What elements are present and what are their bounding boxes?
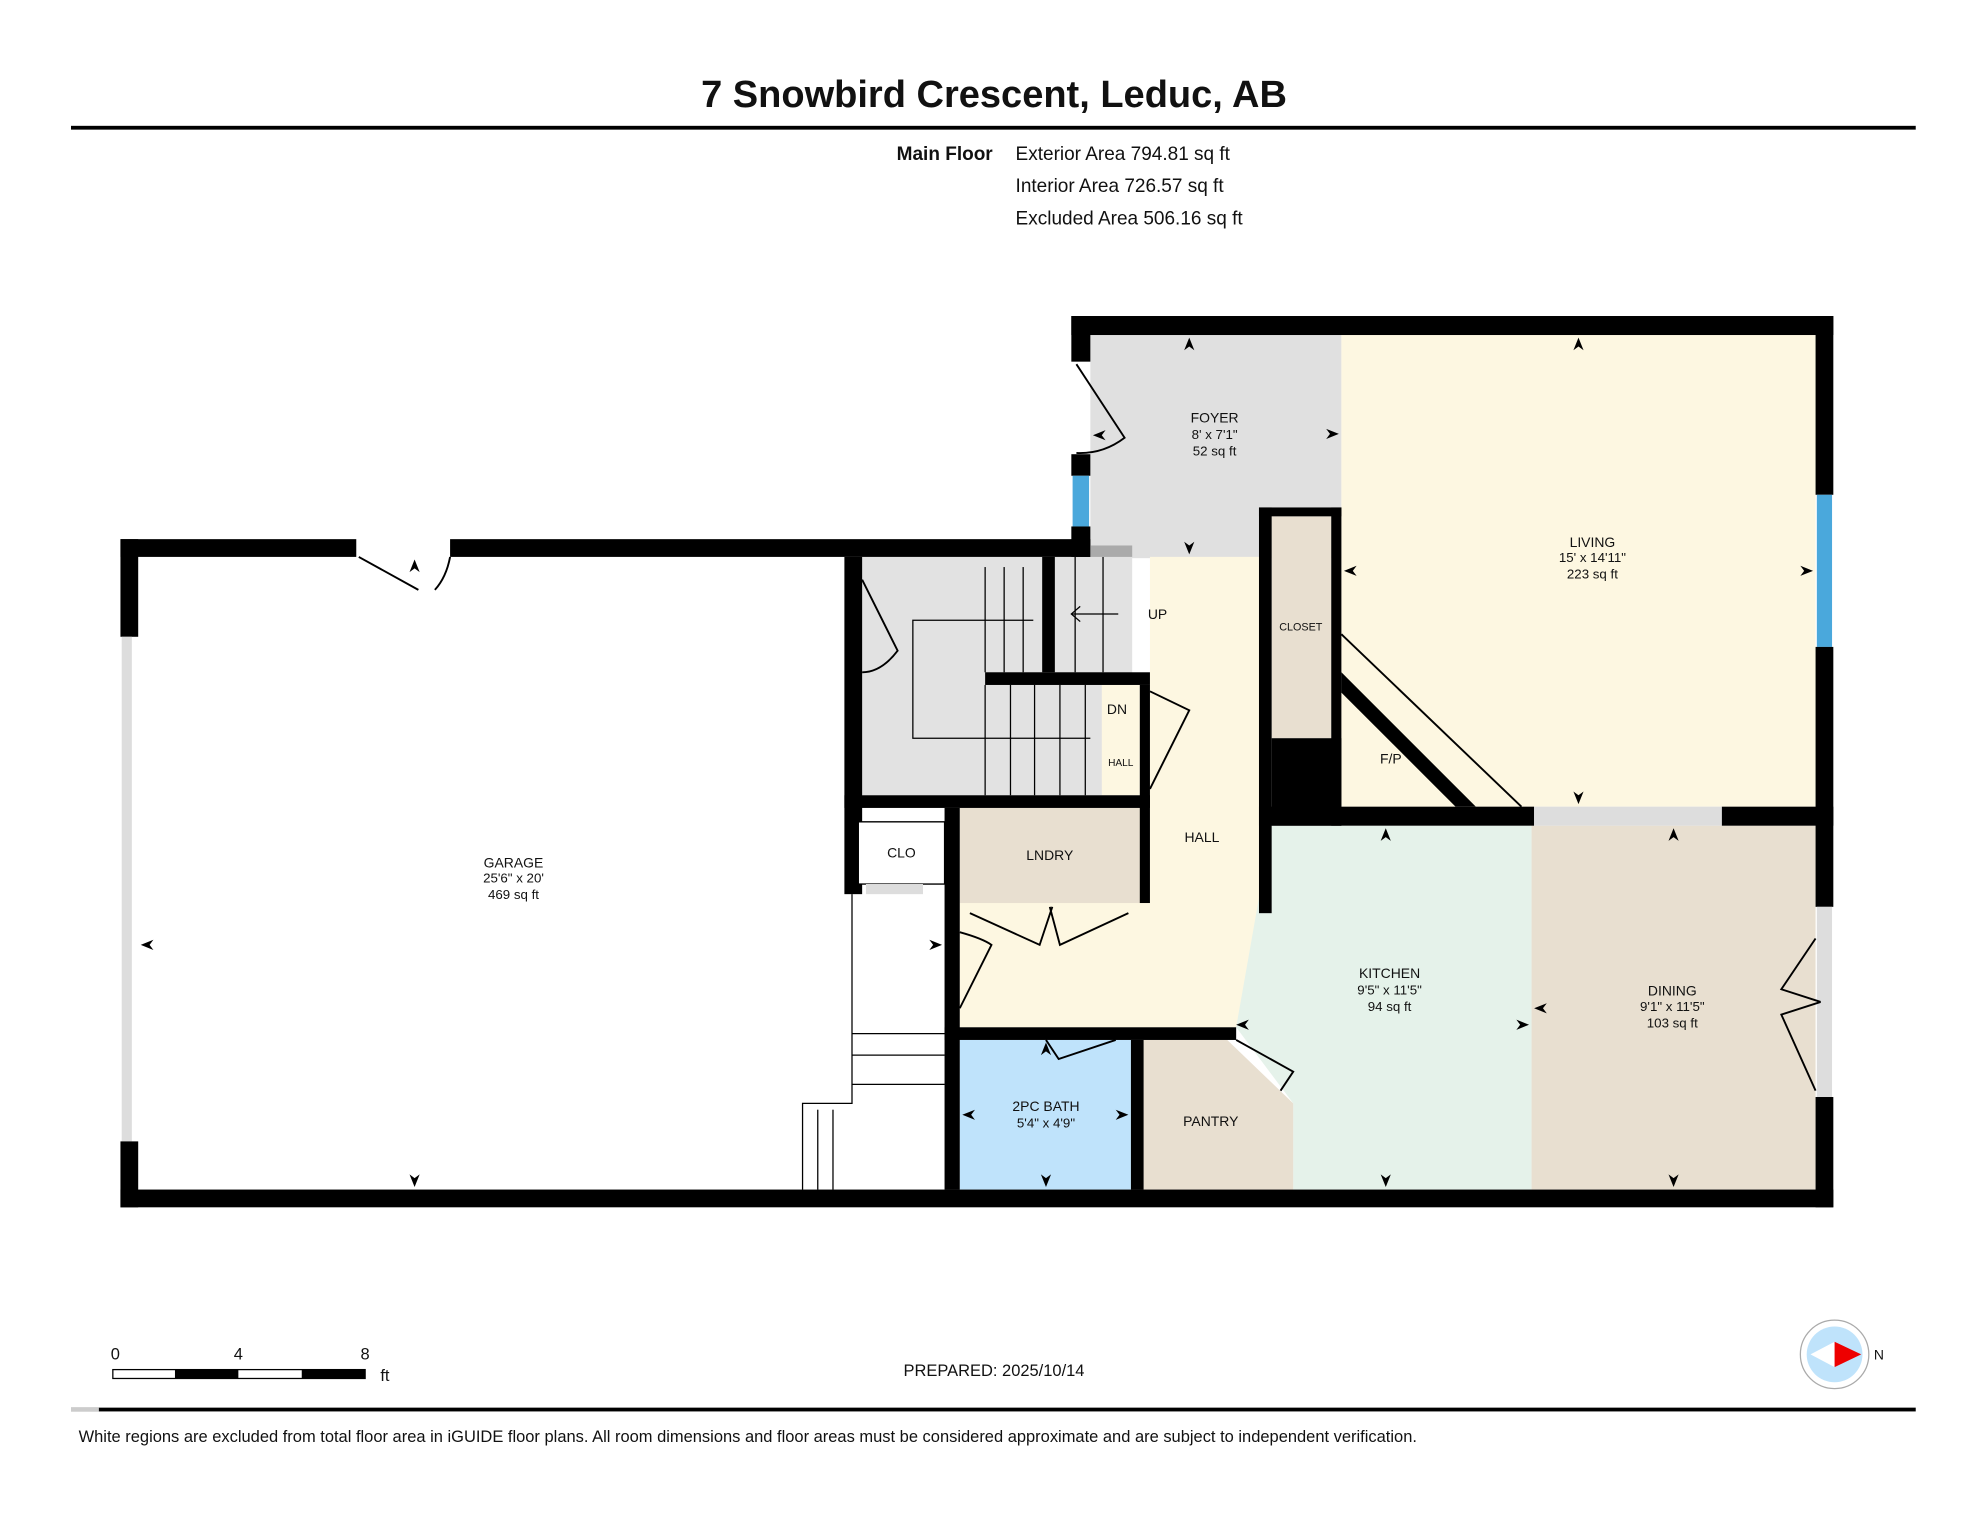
- living-dims: 15' x 14'11": [1559, 550, 1626, 565]
- hall-room: [959, 556, 1259, 1028]
- exterior-area: Exterior Area 794.81 sq ft: [1016, 144, 1231, 165]
- doors[interactable]: [358, 363, 1821, 1092]
- garage-label: GARAGE: [484, 855, 544, 871]
- staircase: [801, 556, 1119, 1190]
- page-title: 7 Snowbird Crescent, Leduc, AB: [701, 74, 1287, 116]
- walls: [120, 316, 1834, 1208]
- stairs-up-label: UP: [1148, 606, 1167, 622]
- scale-tick-4: 4: [234, 1345, 243, 1363]
- floor-name: Main Floor: [897, 144, 994, 165]
- kitchen-label: KITCHEN: [1359, 965, 1420, 981]
- dining-door-swing: [1779, 937, 1821, 1092]
- footer-divider: [71, 1407, 1916, 1412]
- clo-label: CLO: [887, 844, 916, 860]
- laundry-room: [959, 807, 1142, 904]
- bath-door-swing: [1045, 1039, 1117, 1061]
- laundry-label: LNDRY: [1026, 847, 1073, 863]
- garage-door-swing: [358, 556, 452, 591]
- dimension-markers: [140, 337, 1814, 1188]
- excluded-area: Excluded Area 506.16 sq ft: [1016, 209, 1244, 230]
- living-area: 223 sq ft: [1567, 566, 1618, 581]
- scale-tick-0: 0: [111, 1345, 120, 1363]
- living-room: [1341, 335, 1816, 807]
- foyer-area: 52 sq ft: [1193, 443, 1237, 458]
- compass-north-label: N: [1874, 1346, 1884, 1362]
- compass-icon: N: [1799, 1319, 1884, 1390]
- small-hall: [1101, 684, 1140, 796]
- bath-room: [959, 1039, 1131, 1190]
- scale-unit: ft: [380, 1367, 390, 1385]
- interior-area: Interior Area 726.57 sq ft: [1016, 176, 1225, 197]
- scale-tick-8: 8: [361, 1345, 370, 1363]
- closet-label: CLOSET: [1279, 621, 1322, 633]
- garage-hall-door-swing: [958, 931, 993, 1009]
- dining-dims: 9'1" x 11'5": [1640, 999, 1705, 1014]
- scale-bar: 0 4 8 ft: [111, 1345, 390, 1385]
- fireplace-label: F/P: [1380, 751, 1402, 767]
- stair-door-swing: [861, 579, 899, 674]
- front-door-swing: [1075, 363, 1126, 454]
- bath-dims: 5'4" x 4'9": [1017, 1115, 1075, 1130]
- small-hall-label: HALL: [1108, 758, 1134, 769]
- foyer-label: FOYER: [1191, 410, 1239, 426]
- dining-room: [1531, 825, 1816, 1190]
- garage-area: 469 sq ft: [488, 887, 539, 902]
- laundry-door-swing: [969, 906, 1129, 947]
- kitchen-dims: 9'5" x 11'5": [1357, 982, 1422, 997]
- kitchen-room: [1236, 825, 1532, 1190]
- dining-label: DINING: [1648, 983, 1697, 999]
- bath-label: 2PC BATH: [1012, 1098, 1079, 1114]
- header-divider: [71, 125, 1916, 130]
- hall-door-swing: [1149, 690, 1191, 790]
- kitchen-area: 94 sq ft: [1368, 999, 1412, 1014]
- living-label: LIVING: [1570, 534, 1616, 550]
- foyer-dims: 8' x 7'1": [1192, 427, 1238, 442]
- hall-label: HALL: [1184, 829, 1219, 845]
- pantry-room: [1143, 1039, 1294, 1190]
- disclaimer: White regions are excluded from total fl…: [79, 1428, 1417, 1446]
- pantry-label: PANTRY: [1183, 1113, 1238, 1129]
- stairs-down-label: DN: [1107, 701, 1127, 717]
- closet-room: [1271, 516, 1332, 739]
- dining-area: 103 sq ft: [1647, 1015, 1698, 1030]
- pantry-door-swing: [1235, 1039, 1295, 1092]
- garage-dims: 25'6" x 20': [483, 871, 544, 886]
- prepared-date: PREPARED: 2025/10/14: [904, 1362, 1085, 1380]
